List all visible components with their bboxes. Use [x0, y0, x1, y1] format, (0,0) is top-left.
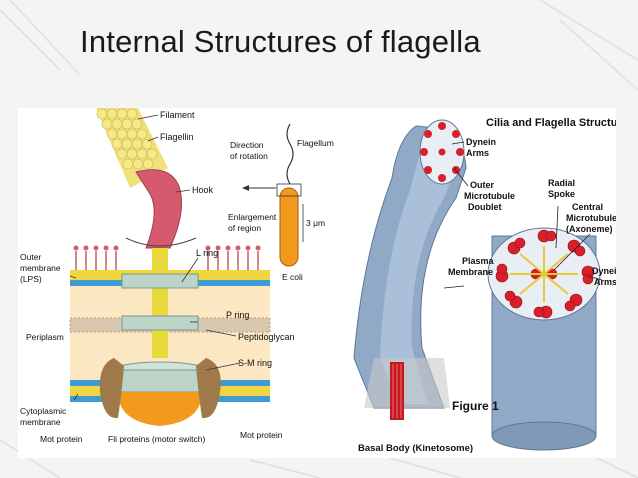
label-periplasm: Periplasm — [26, 332, 64, 342]
label-p-ring: P ring — [226, 310, 249, 320]
label-figure: Figure 1 — [452, 399, 499, 413]
rotation-arrow — [125, 237, 197, 247]
label-outer-membrane-2: membrane — [20, 263, 61, 273]
rod — [152, 248, 168, 358]
label-enlargement-1: Enlargement — [228, 212, 277, 222]
cylinder-bottom — [491, 421, 597, 451]
filament — [96, 108, 168, 188]
sm-ring-disk — [117, 369, 203, 393]
label-cytoplasmic-1: Cytoplasmic — [20, 406, 67, 416]
label-flagellum: Flagellum — [297, 138, 334, 148]
basal-opening — [364, 358, 450, 408]
label-radial-2: Spoke — [548, 189, 575, 199]
label-mot-protein-right: Mot protein — [240, 430, 283, 440]
label-central-2: Microtubule — [566, 213, 616, 223]
label-direction-1: Direction — [230, 140, 264, 150]
label-direction-2: of rotation — [230, 151, 268, 161]
label-cytoplasmic-2: membrane — [20, 417, 61, 427]
label-outer-mt-1: Outer — [470, 180, 495, 190]
label-l-ring: L ring — [196, 248, 218, 258]
label-outer-mt-2: Microtubule — [464, 191, 515, 201]
label-central-3: (Axoneme) — [566, 224, 613, 234]
label-dynein-top-1: Dynein — [466, 137, 496, 147]
label-filament: Filament — [160, 110, 195, 120]
label-outer-membrane-3: (LPS) — [20, 274, 42, 284]
basal-body-stripes — [392, 364, 402, 418]
label-mot-protein-left: Mot protein — [40, 434, 83, 444]
label-dynein-top-2: Arms — [466, 148, 489, 158]
label-plasma-2: Membrane — [448, 267, 493, 277]
flagellum-tube-shade — [380, 138, 456, 404]
right-title: Cilia and Flagella Structure — [486, 117, 616, 129]
label-scale: 3 μm — [306, 218, 325, 228]
mot-protein-right-shape — [196, 358, 221, 419]
label-fli-proteins: Fli proteins (motor switch) — [108, 434, 205, 444]
cilia-flagella-diagram: Cilia and Flagella Structure Dynein Arms… — [344, 108, 616, 458]
radial-spokes — [510, 246, 578, 302]
label-enlargement-2: of region — [228, 223, 261, 233]
mot-protein-left-shape — [99, 358, 124, 419]
label-outer-membrane-1: Outer — [20, 252, 41, 262]
hook — [135, 169, 183, 249]
label-basal-body: Basal Body (Kinetosome) — [358, 443, 473, 454]
label-ecoli: E coli — [282, 272, 303, 282]
axoneme-doublets — [495, 229, 595, 319]
right-leader-lines — [443, 141, 603, 289]
label-central-1: Central — [572, 202, 603, 212]
label-dynein-right-1: Dynein — [592, 266, 616, 276]
l-ring — [121, 273, 199, 289]
label-flagellin: Flagellin — [160, 132, 194, 142]
label-peptidoglycan: Peptidoglycan — [238, 332, 295, 342]
slide-title: Internal Structures of flagella — [80, 24, 481, 59]
label-dynein-right-2: Arms — [594, 277, 616, 287]
label-outer-mt-3: Doublet — [468, 202, 502, 212]
label-hook: Hook — [192, 185, 214, 195]
label-radial-1: Radial — [548, 178, 575, 188]
bacterial-flagellum-diagram: Filament Flagellin Hook L ring P ring Pe… — [18, 108, 350, 458]
fli-proteins — [118, 392, 202, 426]
ecoli-inset — [242, 123, 304, 267]
p-ring — [121, 315, 199, 331]
label-sm-ring: S-M ring — [238, 358, 272, 368]
label-plasma-1: Plasma — [462, 256, 495, 266]
leader-lines — [69, 114, 241, 401]
